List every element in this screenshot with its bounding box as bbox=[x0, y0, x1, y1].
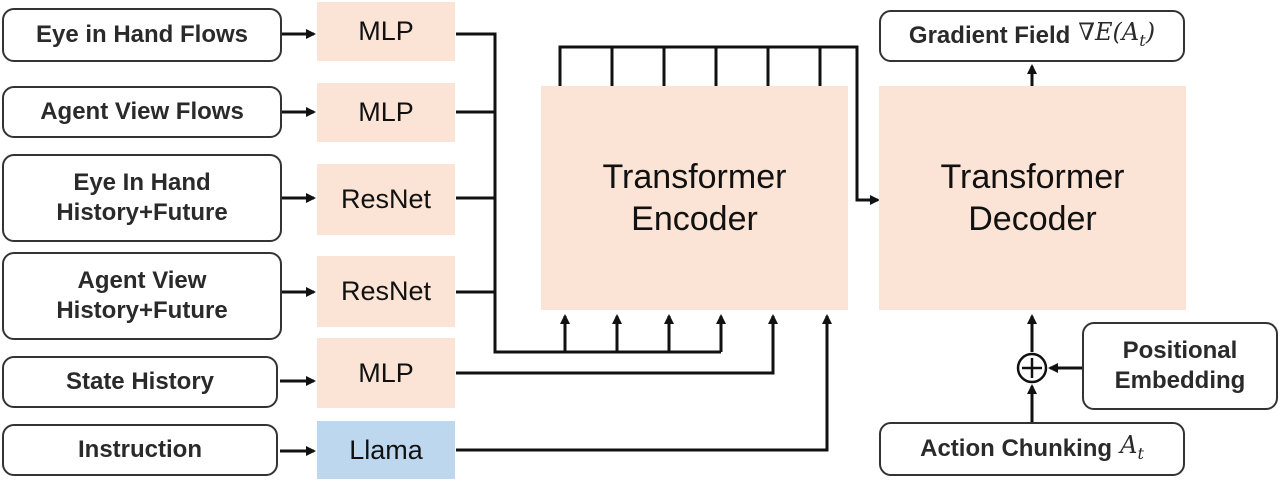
arrow-enc-in-6 bbox=[456, 314, 832, 452]
module-resnet-1-label: ResNet bbox=[340, 184, 432, 214]
module-mlp-3-label: MLP bbox=[358, 357, 414, 388]
arrow-enc-in-5 bbox=[456, 314, 778, 375]
output-gradient-field-label: Gradient Field bbox=[908, 22, 1071, 49]
input-agent-view-history: Agent View History+Future bbox=[2, 252, 282, 340]
positional-embedding: Positional Embedding bbox=[1082, 322, 1278, 410]
output-gradient-field: Gradient Field ∇E(At) bbox=[879, 10, 1185, 62]
action-symbol-text: A bbox=[1120, 430, 1138, 459]
action-chunking-symbol: At bbox=[1120, 430, 1144, 469]
input-eye-in-hand-flows: Eye in Hand Flows bbox=[2, 8, 282, 62]
module-mlp-2: MLP bbox=[317, 83, 455, 142]
output-gradient-field-symbol: ∇E(At) bbox=[1078, 17, 1155, 56]
input-eye-in-hand-history-label: Eye In Hand History+Future bbox=[56, 169, 228, 226]
output-gradient-close: ) bbox=[1145, 17, 1156, 46]
output-gradient-subscript: t bbox=[1139, 30, 1146, 50]
module-mlp-1-label: MLP bbox=[358, 16, 414, 46]
output-gradient-symbol-text: ∇E(A bbox=[1078, 17, 1140, 46]
positional-embedding-label: Positional Embedding bbox=[1114, 337, 1246, 394]
arrow-enc-to-dec bbox=[558, 45, 880, 205]
transformer-decoder-label: Transformer Decoder bbox=[940, 158, 1125, 238]
module-mlp-1: MLP bbox=[317, 2, 455, 61]
input-state-history-label: State History bbox=[65, 368, 215, 395]
action-chunking-label: Action Chunking bbox=[920, 435, 1113, 462]
input-agent-view-flows-label: Agent View Flows bbox=[40, 98, 244, 125]
input-state-history: State History bbox=[2, 356, 278, 408]
input-agent-view-history-label: Agent View History+Future bbox=[56, 267, 228, 324]
transformer-decoder: Transformer Decoder bbox=[879, 86, 1186, 310]
module-resnet-1: ResNet bbox=[317, 164, 455, 235]
input-instruction-label: Instruction bbox=[78, 436, 202, 463]
input-eye-in-hand-flows-label: Eye in Hand Flows bbox=[35, 21, 249, 48]
action-chunking: Action Chunking At bbox=[879, 422, 1185, 476]
bus-line bbox=[456, 32, 721, 354]
transformer-encoder-label: Transformer Encoder bbox=[602, 158, 787, 238]
input-instruction: Instruction bbox=[2, 424, 278, 476]
transformer-encoder: Transformer Encoder bbox=[541, 86, 848, 310]
module-mlp-2-label: MLP bbox=[358, 97, 414, 127]
action-subscript: t bbox=[1137, 443, 1144, 463]
module-llama-label: Llama bbox=[349, 434, 423, 465]
module-mlp-3: MLP bbox=[317, 338, 455, 408]
module-resnet-2: ResNet bbox=[317, 256, 455, 327]
module-llama: Llama bbox=[317, 421, 455, 479]
module-resnet-2-label: ResNet bbox=[340, 276, 432, 306]
input-agent-view-flows: Agent View Flows bbox=[2, 86, 282, 138]
input-eye-in-hand-history: Eye In Hand History+Future bbox=[2, 154, 282, 242]
